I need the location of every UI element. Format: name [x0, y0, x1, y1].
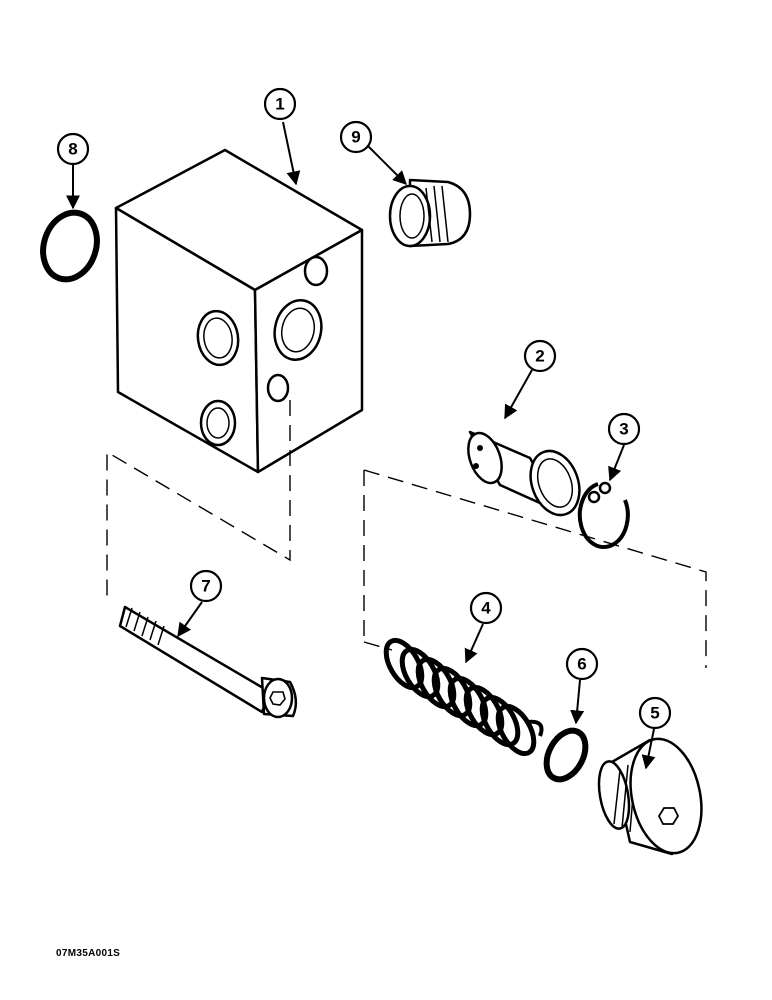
- callout-2: 2: [504, 339, 557, 420]
- svg-text:9: 9: [351, 128, 360, 147]
- plug-part-5: [597, 737, 703, 856]
- o-ring-part-6: [543, 727, 589, 783]
- svg-text:8: 8: [68, 140, 77, 159]
- callout-8: 8: [56, 132, 90, 210]
- callout-4: 4: [464, 591, 503, 664]
- retaining-ring-part-3: [577, 481, 630, 550]
- svg-text:5: 5: [650, 704, 659, 723]
- figure-code: 07M35A001S: [56, 948, 121, 959]
- sleeve-part-2: [467, 430, 581, 517]
- plug-part-9: [388, 178, 472, 248]
- o-ring-part-8: [40, 209, 100, 283]
- svg-text:3: 3: [619, 420, 628, 439]
- callout-7: 7: [177, 569, 223, 638]
- cap-screw-part-7: [118, 605, 298, 719]
- svg-text:6: 6: [577, 655, 586, 674]
- callout-9: 9: [339, 120, 407, 185]
- callout-3: 3: [607, 412, 641, 482]
- callout-1: 1: [263, 87, 301, 186]
- svg-text:4: 4: [481, 599, 491, 618]
- svg-text:2: 2: [535, 347, 544, 366]
- assembly-guide-lines: [106, 400, 707, 668]
- spring-part-4: [383, 637, 544, 757]
- callout-6: 6: [565, 647, 599, 725]
- svg-text:7: 7: [201, 577, 210, 596]
- valve-body-part-1: [114, 148, 364, 474]
- callout-5: 5: [638, 696, 672, 770]
- svg-text:1: 1: [275, 95, 284, 114]
